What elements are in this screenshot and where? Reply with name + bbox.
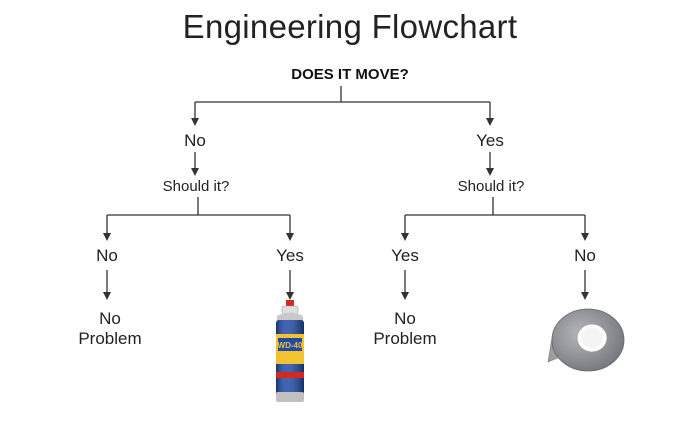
result-line-1: No (394, 309, 416, 328)
left-result-no-problem: No Problem (78, 309, 141, 349)
result-line-1: No (99, 309, 121, 328)
left-answer-no: No (184, 131, 206, 150)
left-right-answer-yes: Yes (276, 246, 304, 265)
page-title: Engineering Flowchart (182, 8, 518, 45)
right-right-answer-no: No (574, 246, 596, 265)
wd40-label: WD-40 (278, 341, 303, 350)
right-left-answer-yes: Yes (391, 246, 419, 265)
root-question: DOES IT MOVE? (291, 66, 409, 83)
left-should-it: Should it? (162, 178, 230, 195)
duct-tape-roll-icon (547, 308, 625, 372)
result-line-2: Problem (78, 329, 142, 348)
wd40-spray-can-icon: WD-40 (276, 300, 304, 402)
right-should-it: Should it? (457, 178, 525, 195)
left-left-answer-no: No (96, 246, 118, 265)
right-answer-yes: Yes (476, 131, 504, 150)
right-result-no-problem: No Problem (373, 309, 436, 349)
result-line-2: Problem (373, 329, 437, 348)
